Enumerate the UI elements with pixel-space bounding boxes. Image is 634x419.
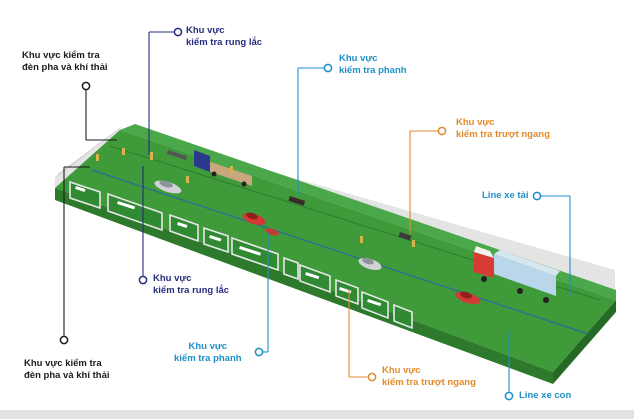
marker-car-line	[504, 391, 514, 401]
car-silver-1	[154, 180, 182, 194]
semi-truck	[474, 246, 560, 303]
label-vibration-top-line1: Khu vực	[186, 25, 225, 36]
label-vibration-top: Khu vực kiểm tra rung lắc	[186, 25, 262, 48]
marker-brake-bottom	[254, 347, 264, 357]
workers	[96, 148, 415, 247]
leader-brake-top	[297, 67, 326, 196]
label-headlight-top-line1: Khu vực kiểm tra	[22, 50, 100, 61]
label-slip-bottom-line1: Khu vực	[382, 365, 421, 376]
label-vibration-bottom: Khu vực kiểm tra rung lắc	[153, 273, 229, 296]
label-brake-top-line1: Khu vực	[339, 53, 378, 64]
label-slip-top-line1: Khu vực	[456, 117, 495, 128]
label-headlight-bottom-line2: đèn pha và khí thải	[24, 369, 110, 381]
leader-headlight-top	[85, 88, 117, 141]
front-cabins	[69, 180, 413, 330]
leader-slip-bottom	[348, 290, 370, 378]
leader-headlight-bottom	[63, 166, 90, 337]
car-silver-2	[358, 257, 382, 271]
cabin-signs	[75, 186, 382, 307]
back-wall-top	[55, 126, 122, 178]
leader-truck-line	[540, 195, 571, 296]
label-headlight-bottom: Khu vực kiểm tra đèn pha và khí thải	[24, 358, 110, 381]
car-red-2	[455, 291, 481, 305]
vibration-pad-truck	[166, 150, 188, 160]
marker-vibration-top	[173, 27, 183, 37]
label-truck-line-text: Line xe tải	[482, 190, 529, 201]
lane-divider	[91, 169, 589, 335]
label-headlight-top-line2: đèn pha và khí thải	[22, 61, 108, 73]
label-truck-line: Line xe tải	[482, 190, 528, 202]
floor-right-edge	[553, 300, 616, 384]
label-car-line: Line xe con	[519, 390, 571, 402]
leader-slip-top	[409, 130, 440, 234]
label-brake-top-line2: kiểm tra phanh	[339, 64, 407, 76]
marker-brake-top	[323, 63, 333, 73]
label-brake-top: Khu vực kiểm tra phanh	[339, 53, 407, 76]
leader-vibration-top	[148, 31, 176, 155]
label-brake-bottom: Khu vực kiểm tra phanh	[174, 341, 242, 364]
car-red-3	[265, 228, 279, 236]
marker-headlight-bottom	[59, 335, 69, 345]
label-vibration-top-line2: kiểm tra rung lắc	[186, 36, 263, 48]
label-headlight-top: Khu vực kiểm tra đèn pha và khí thải	[22, 50, 108, 73]
label-brake-bottom-line1: Khu vực	[188, 341, 228, 352]
floor-front-edge	[55, 188, 553, 384]
slip-plate-truck	[398, 232, 412, 241]
marker-headlight-top	[81, 81, 91, 91]
marker-slip-top	[437, 126, 447, 136]
bottom-scroll-strip	[0, 410, 634, 419]
brake-tester-truck	[288, 196, 306, 206]
label-slip-top-line2: kiểm tra trượt ngang	[456, 128, 550, 140]
marker-vibration-bottom	[138, 275, 148, 285]
label-car-line-text: Line xe con	[519, 390, 572, 401]
label-brake-bottom-line2: kiểm tra phanh	[174, 352, 242, 364]
label-vibration-bottom-line1: Khu vực	[153, 273, 192, 284]
label-headlight-bottom-line1: Khu vực kiểm tra	[24, 358, 102, 369]
label-slip-bottom-line2: kiểm tra trượt ngang	[382, 376, 476, 388]
truck-flatbed	[194, 150, 252, 187]
marker-truck-line	[532, 191, 542, 201]
label-vibration-bottom-line2: kiểm tra rung lắc	[153, 284, 230, 296]
marker-slip-bottom	[367, 372, 377, 382]
car-red-1	[242, 212, 266, 226]
label-slip-top: Khu vực kiểm tra trượt ngang	[456, 117, 550, 140]
label-slip-bottom: Khu vực kiểm tra trượt ngang	[382, 365, 476, 388]
